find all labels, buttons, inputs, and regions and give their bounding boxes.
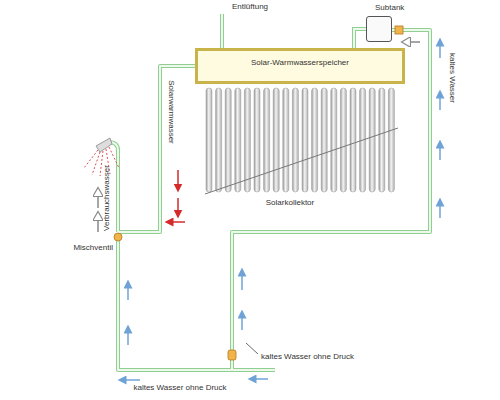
- vacuum-tube: [216, 88, 222, 192]
- vacuum-tube: [369, 88, 375, 192]
- vacuum-tube: [273, 88, 279, 192]
- valve: [228, 350, 236, 360]
- inlet-label: kaltes Wasser ohne Druck: [133, 384, 226, 392]
- vacuum-tube: [350, 88, 356, 192]
- vacuum-tube: [331, 88, 337, 192]
- storage-tank: Solar-Warmwasserspeicher: [195, 48, 405, 84]
- mixing-valve: [114, 233, 122, 241]
- vacuum-tube: [292, 88, 298, 192]
- pipe-stroke: [354, 29, 366, 48]
- cold-water-label: kaltes Wasser: [448, 53, 456, 103]
- collector-label: Solarkollektor: [266, 199, 314, 207]
- pipes: [108, 14, 430, 370]
- node-label: Subtank: [375, 4, 404, 12]
- pipe-stroke: [354, 29, 366, 48]
- mixing-valve-label: Mischventil: [73, 244, 113, 252]
- reflector-line: [205, 128, 398, 194]
- vacuum-tube: [244, 88, 250, 192]
- vacuum-tube: [283, 88, 289, 192]
- vacuum-tube: [321, 88, 327, 192]
- vacuum-tube: [264, 88, 270, 192]
- pipe-connector: [354, 29, 366, 48]
- leader-line: [246, 343, 258, 354]
- vent-label: Entlüftung: [232, 3, 268, 11]
- vacuum-tube: [312, 88, 318, 192]
- node-title: Solar-Warmwasserspeicher: [251, 59, 349, 67]
- use-water-label: Verbrauchswasser: [103, 165, 111, 231]
- inlet-label: kaltes Wasser ohne Druck: [261, 353, 354, 361]
- vacuum-tube: [235, 88, 241, 192]
- vacuum-tube: [302, 88, 308, 192]
- subtank-box: Subtank: [366, 16, 392, 42]
- flow-arrows: [98, 42, 440, 380]
- vacuum-tube: [225, 88, 231, 192]
- collector-tubes: [206, 88, 394, 192]
- vacuum-tube: [388, 88, 394, 192]
- hot-water-label: Solarwarmwasser: [167, 80, 175, 144]
- vacuum-tube: [206, 88, 212, 192]
- vacuum-tube: [379, 88, 385, 192]
- vacuum-tube: [340, 88, 346, 192]
- shower-head: [84, 138, 119, 176]
